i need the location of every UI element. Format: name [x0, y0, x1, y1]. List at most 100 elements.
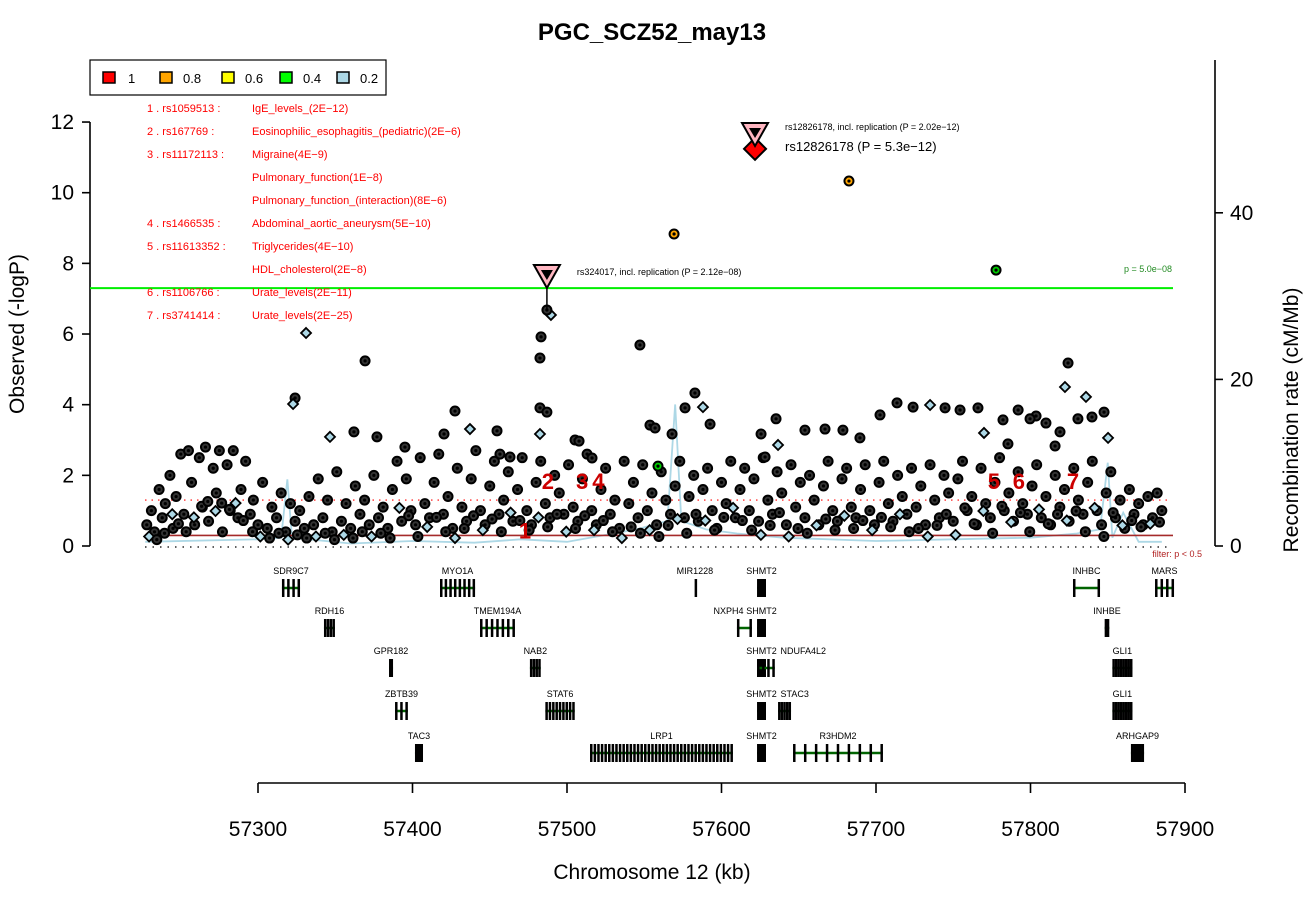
y2-tick-label: 40 — [1230, 202, 1253, 225]
snp-point-center — [835, 519, 839, 523]
snp-point-center — [668, 512, 673, 516]
snp-point-center — [803, 428, 807, 432]
snp-point-center — [464, 519, 469, 523]
snp-point-center — [270, 505, 274, 509]
snp-point-center — [613, 498, 617, 502]
exon — [1155, 579, 1158, 597]
exon — [760, 702, 763, 720]
gene-zbtb39: ZBTB39 — [385, 689, 418, 720]
exon — [698, 744, 701, 762]
snp-point-center — [759, 432, 763, 436]
gene-label: RDH16 — [315, 606, 345, 616]
snp-point-center — [434, 515, 439, 519]
snp-point-center — [506, 470, 510, 474]
snp-point-center — [900, 494, 904, 499]
snp-point-center — [617, 526, 622, 530]
exon — [558, 702, 562, 720]
snp-point-center — [1072, 466, 1076, 470]
snp-point-center — [1055, 512, 1060, 516]
snp-point-center — [951, 519, 955, 523]
snp-point-center — [325, 498, 330, 502]
exon — [572, 702, 575, 720]
legend-swatch — [159, 71, 173, 84]
snp-point-center — [650, 491, 654, 495]
snp-point-center — [307, 494, 311, 499]
snp-point-center — [539, 459, 543, 463]
exon — [449, 579, 452, 597]
snp-point-center — [381, 505, 385, 509]
snp-point-center — [555, 512, 559, 516]
exon — [669, 744, 672, 762]
snp-point-center — [1132, 512, 1136, 516]
snp-point-center — [1028, 530, 1032, 534]
snp-point-center — [858, 436, 862, 440]
exon — [723, 744, 726, 762]
y-tick-label: 12 — [51, 111, 74, 134]
snp-point-center — [1086, 480, 1090, 485]
snp-point-center — [155, 538, 159, 542]
snp-point-center — [562, 512, 566, 516]
exon — [763, 579, 766, 597]
snp-point-center — [363, 498, 367, 502]
snp-point-center — [1111, 511, 1115, 515]
gene-shmt2: SHMT2 — [746, 689, 777, 720]
snp-point-center — [1034, 414, 1038, 418]
snp-point-center — [441, 512, 445, 516]
exon — [329, 619, 333, 637]
gene-inhbc: INHBC — [1072, 566, 1101, 597]
annotation-snp: 6 . rs1106766 : — [147, 287, 220, 299]
snp-point-center — [298, 509, 302, 513]
y2-axis-label: Recombination rate (cM/Mb) — [1280, 288, 1303, 553]
x-tick-label: 57600 — [692, 818, 750, 841]
snp-point — [254, 530, 267, 543]
snp-point — [810, 519, 823, 532]
exon — [730, 744, 733, 762]
exon — [1171, 579, 1175, 597]
snp-point-center — [911, 405, 915, 409]
snp-point-center — [1001, 418, 1005, 422]
exon — [1127, 702, 1130, 720]
snp-point-center — [958, 408, 962, 412]
exon — [420, 744, 424, 762]
snp-point-center — [1074, 509, 1078, 513]
exon — [760, 744, 763, 762]
snp-point-center — [1039, 516, 1043, 520]
snp-point-center — [693, 391, 697, 395]
snp-point-center — [1058, 505, 1062, 509]
gene-tac3: TAC3 — [408, 731, 430, 762]
snp-point-center — [279, 491, 283, 495]
snp-point — [299, 326, 313, 340]
snp-point-center — [909, 466, 914, 470]
snp-point-center — [1007, 491, 1011, 495]
snp-point — [165, 507, 179, 521]
snp-point-center — [413, 523, 418, 527]
snp-point-center — [645, 509, 649, 513]
snp-point-center — [518, 518, 522, 523]
exon — [736, 619, 740, 637]
snp-point — [977, 504, 990, 518]
snp-point — [754, 528, 768, 542]
snp-point-center — [231, 449, 235, 453]
annotation-trait: Urate_levels(2E−11) — [252, 287, 352, 299]
snp-point-center — [508, 455, 512, 459]
exon — [763, 744, 766, 762]
snp-point-center — [168, 473, 172, 477]
exon — [836, 744, 840, 762]
exon — [597, 744, 600, 762]
snp-point-center — [265, 526, 269, 530]
snp-point-center — [826, 459, 830, 463]
snp-point — [187, 511, 201, 524]
exon — [512, 619, 515, 637]
snp-point-center — [988, 516, 992, 520]
annotation-trait: Urate_levels(2E−25) — [252, 310, 353, 322]
exon — [1104, 619, 1108, 637]
gene-shmt2: SHMT2 — [746, 731, 777, 762]
snp-point-center — [1090, 459, 1094, 463]
gene-label: MIR1228 — [677, 566, 714, 576]
exon — [760, 619, 763, 637]
snp-point-center — [179, 452, 183, 456]
annotation-snp: 3 . rs11172113 : — [147, 149, 224, 161]
exon — [568, 702, 572, 720]
exon — [281, 579, 285, 597]
snp-point-center — [390, 487, 395, 492]
